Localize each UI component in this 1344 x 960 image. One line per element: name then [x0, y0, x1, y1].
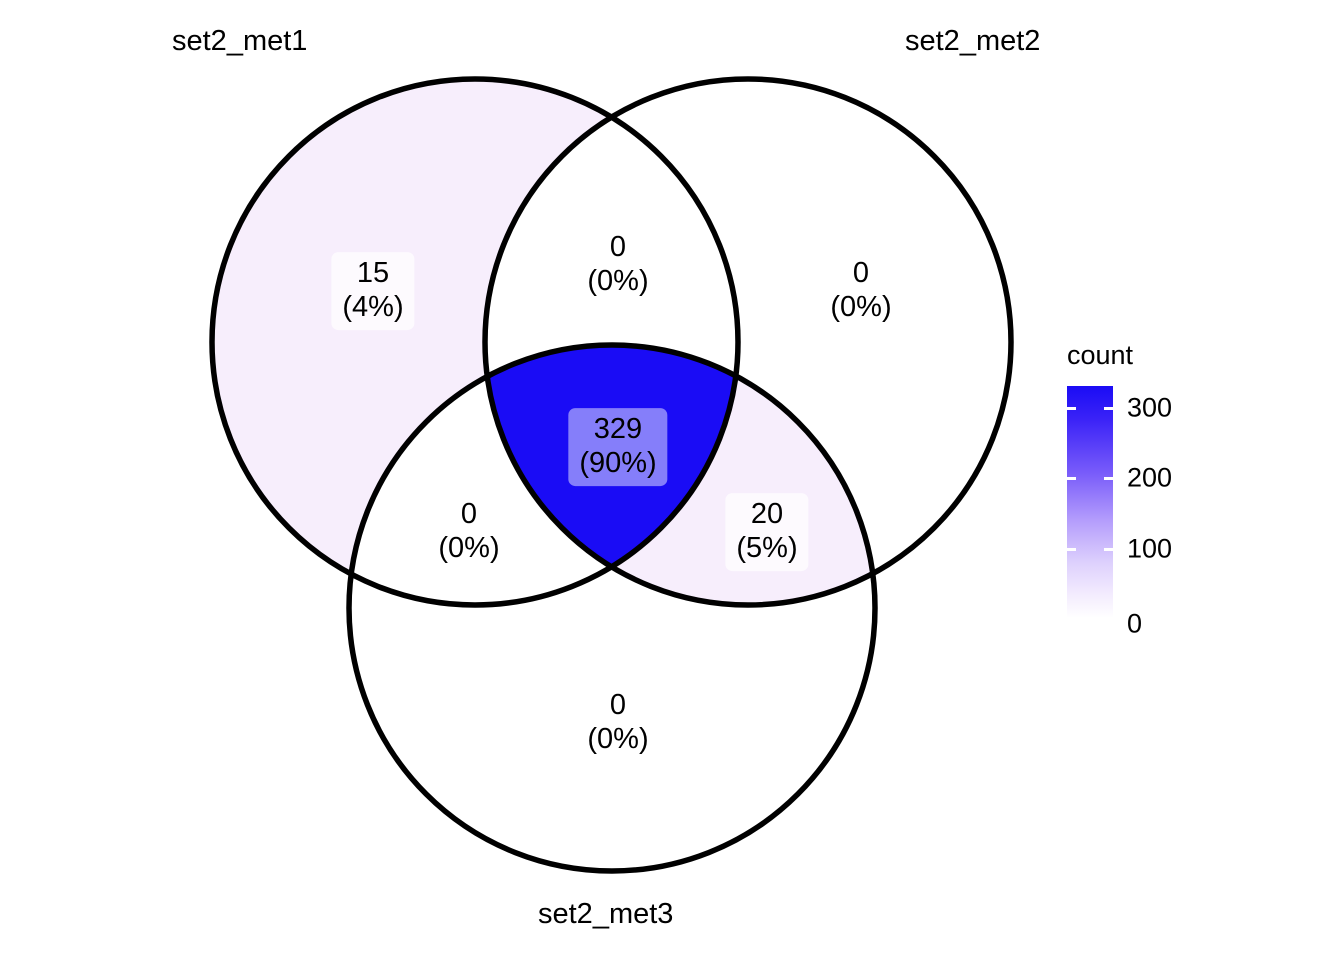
- region-percent: (0%): [587, 265, 649, 297]
- region-count: 0: [852, 257, 870, 290]
- region-label-set3-only: 0 (0%): [576, 684, 659, 762]
- legend-tick-label-100: 100: [1127, 533, 1173, 564]
- region-percent: (0%): [587, 723, 649, 755]
- legend-tick-label-300: 300: [1127, 392, 1173, 423]
- region-label-all-three: 329 (90%): [568, 408, 668, 486]
- region-count: 329: [593, 413, 643, 446]
- region-label-set1-only: 15 (4%): [331, 252, 415, 330]
- region-count: 20: [750, 498, 784, 531]
- region-percent: (90%): [579, 447, 657, 479]
- legend-colorbar-gradient: [1067, 386, 1113, 618]
- region-count: 0: [609, 689, 627, 722]
- region-percent: (5%): [736, 532, 798, 564]
- venn-plot-area: set2_met1 set2_met2 set2_met3 15 (4%) 0 …: [172, 25, 1041, 930]
- legend-colorbar-wrap: 300 200 100 0: [1067, 386, 1172, 639]
- region-label-set2-set3: 20 (5%): [725, 493, 809, 571]
- legend-tick-label-200: 200: [1127, 462, 1173, 493]
- legend-title: count: [1067, 340, 1134, 370]
- region-percent: (0%): [438, 532, 500, 564]
- venn-circle-set2: [482, 76, 1014, 608]
- region-label-set2-only: 0 (0%): [819, 252, 902, 330]
- region-label-set1-set2: 0 (0%): [576, 226, 659, 304]
- region-count: 15: [356, 257, 390, 290]
- region-percent: (4%): [342, 291, 404, 323]
- set-label-set2-met2: set2_met2: [905, 25, 1041, 57]
- venn-circles-svg: [209, 76, 1014, 874]
- region-count: 0: [609, 231, 627, 264]
- set-label-set2-met3: set2_met3: [538, 898, 674, 930]
- venn-circle-set3: [346, 342, 878, 874]
- venn-region-ABC-fill: [485, 345, 738, 605]
- set-label-set2-met1: set2_met1: [172, 25, 308, 57]
- region-label-set1-set3: 0 (0%): [427, 493, 510, 571]
- venn-circle-set1: [209, 76, 741, 608]
- region-count: 0: [460, 498, 478, 531]
- legend: count 300 200 100 0: [1063, 340, 1263, 640]
- legend-tick-label-0: 0: [1127, 608, 1143, 639]
- region-percent: (0%): [830, 291, 892, 323]
